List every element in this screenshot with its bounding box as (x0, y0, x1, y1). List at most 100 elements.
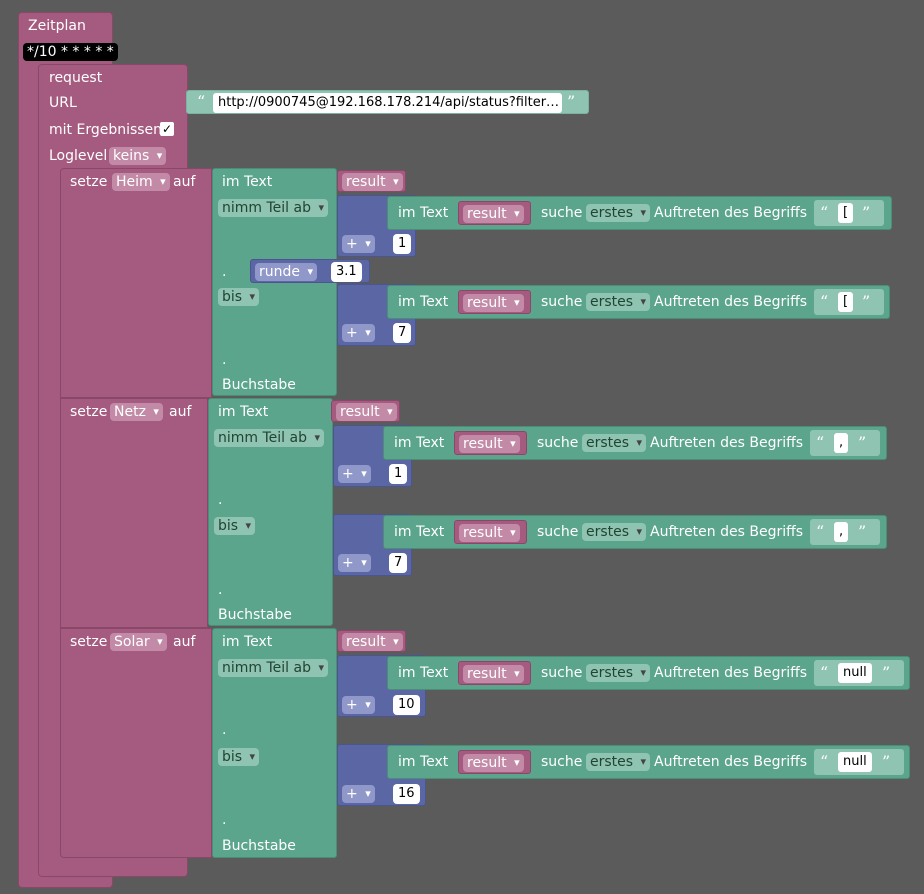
plus-operator-dropdown[interactable]: + (338, 554, 371, 572)
result-dropdown[interactable]: result (463, 754, 524, 772)
heim-indexof-to-block[interactable]: im Text result suche erstes Auftreten de… (387, 285, 890, 319)
to-mode-dropdown[interactable]: bis (218, 288, 260, 306)
url-input[interactable]: http://0900745@192.168.178.214/api/statu… (213, 93, 562, 113)
heim-variable-dropdown[interactable]: Heim (112, 173, 170, 191)
solar-substring-block[interactable]: im Text nimm Teil ab . bis . Buchstabe (212, 628, 337, 858)
search-string-block[interactable]: “ [ ” (814, 289, 884, 315)
netz-substring-block[interactable]: im Text nimm Teil ab . bis . Buchstabe (208, 398, 333, 626)
find-label: suche (537, 524, 579, 540)
to-mode-dropdown[interactable]: bis (218, 748, 260, 766)
close-quote-icon: ” (882, 752, 891, 771)
find-label: suche (541, 294, 583, 310)
result-dropdown[interactable]: result (336, 403, 397, 421)
set-solar-block[interactable]: setze Solar auf (60, 628, 212, 858)
solar-indexof-from-block[interactable]: im Text result suche erstes Auftreten de… (387, 656, 910, 690)
occurrence-dropdown[interactable]: erstes (586, 204, 651, 222)
close-quote-icon: ” (858, 522, 867, 541)
close-quote-icon: ” (862, 203, 871, 222)
to-offset-number[interactable]: 7 (393, 323, 412, 343)
solar-indexof-to-block[interactable]: im Text result suche erstes Auftreten de… (387, 745, 910, 779)
search-text-input[interactable]: null (838, 752, 872, 772)
plus-operator-dropdown[interactable]: + (342, 785, 375, 803)
plus-operator-dropdown[interactable]: + (342, 235, 375, 253)
result-dropdown[interactable]: result (342, 633, 403, 651)
in-text-label: im Text (394, 524, 445, 540)
occurrence-label: Auftreten des Begriffs (654, 294, 808, 310)
round-dropdown[interactable]: runde (255, 263, 318, 281)
round-number[interactable]: 3.1 (331, 262, 362, 282)
from-mode-dropdown[interactable]: nimm Teil ab (218, 659, 328, 677)
result-dropdown[interactable]: result (463, 294, 524, 312)
result-dropdown[interactable]: result (459, 435, 520, 453)
from-mode-dropdown[interactable]: nimm Teil ab (218, 199, 328, 217)
occurrence-dropdown[interactable]: erstes (582, 523, 647, 541)
open-quote-icon: “ (820, 203, 829, 222)
result-dropdown[interactable]: result (342, 173, 403, 191)
set-netz-block[interactable]: setze Netz auf (60, 398, 208, 628)
to-label: auf (169, 404, 192, 420)
to-mode-dropdown[interactable]: bis (214, 517, 256, 535)
in-text-label: im Text (398, 754, 449, 770)
result-dropdown[interactable]: result (463, 205, 524, 223)
search-string-block[interactable]: “ [ ” (814, 200, 884, 226)
plus-operator-dropdown[interactable]: + (338, 465, 371, 483)
result-dropdown[interactable]: result (463, 665, 524, 683)
url-string-block[interactable]: “ http://0900745@192.168.178.214/api/sta… (186, 90, 589, 114)
occurrence-label: Auftreten des Begriffs (654, 754, 808, 770)
dot-label: . (218, 582, 223, 598)
from-mode-dropdown[interactable]: nimm Teil ab (214, 429, 324, 447)
solar-variable-dropdown[interactable]: Solar (110, 633, 167, 651)
result-variable-block[interactable]: result (454, 520, 527, 544)
result-variable-block[interactable]: result (337, 170, 406, 192)
result-dropdown[interactable]: result (459, 524, 520, 542)
result-variable-block[interactable]: result (337, 630, 406, 652)
search-string-block[interactable]: “ , ” (810, 519, 880, 545)
result-variable-block[interactable]: result (458, 201, 531, 225)
occurrence-dropdown[interactable]: erstes (586, 753, 651, 771)
result-variable-block[interactable]: result (454, 431, 527, 455)
from-offset-number[interactable]: 1 (393, 234, 412, 254)
round-block[interactable]: runde 3.1 (250, 259, 370, 283)
search-string-block[interactable]: “ , ” (810, 430, 880, 456)
occurrence-label: Auftreten des Begriffs (654, 205, 808, 221)
from-offset-number[interactable]: 10 (393, 695, 420, 715)
occurrence-dropdown[interactable]: erstes (586, 293, 651, 311)
dot-label: . (222, 352, 227, 368)
plus-operator-dropdown[interactable]: + (342, 324, 375, 342)
search-text-input[interactable]: [ (838, 292, 854, 312)
in-text-label: im Text (218, 404, 269, 420)
occurrence-label: Auftreten des Begriffs (654, 665, 808, 681)
occurrence-dropdown[interactable]: erstes (582, 434, 647, 452)
result-variable-block[interactable]: result (458, 750, 531, 774)
to-offset-number[interactable]: 16 (393, 784, 420, 804)
netz-variable-dropdown[interactable]: Netz (110, 403, 163, 421)
find-label: suche (537, 435, 579, 451)
in-text-label: im Text (394, 435, 445, 451)
occurrence-label: Auftreten des Begriffs (650, 435, 804, 451)
search-text-input[interactable]: null (838, 663, 872, 683)
search-text-input[interactable]: [ (838, 203, 854, 223)
search-text-input[interactable]: , (834, 522, 849, 542)
find-label: suche (541, 665, 583, 681)
search-string-block[interactable]: “ null ” (814, 749, 904, 775)
plus-operator-dropdown[interactable]: + (342, 696, 375, 714)
netz-indexof-from-block[interactable]: im Text result suche erstes Auftreten de… (383, 426, 887, 460)
loglevel-dropdown[interactable]: keins (109, 147, 167, 165)
from-offset-number[interactable]: 1 (389, 464, 408, 484)
schedule-label: Zeitplan (28, 18, 86, 34)
search-string-block[interactable]: “ null ” (814, 660, 904, 686)
results-label: mit Ergebnissen (49, 122, 163, 138)
netz-indexof-to-block[interactable]: im Text result suche erstes Auftreten de… (383, 515, 887, 549)
result-variable-block[interactable]: result (458, 661, 531, 685)
results-checkbox[interactable]: ✓ (160, 122, 174, 136)
result-variable-block[interactable]: result (331, 400, 400, 422)
to-offset-number[interactable]: 7 (389, 553, 408, 573)
heim-indexof-from-block[interactable]: im Text result suche erstes Auftreten de… (387, 196, 892, 230)
schedule-cron-field[interactable]: */10 * * * * * (23, 43, 118, 61)
occurrence-dropdown[interactable]: erstes (586, 664, 651, 682)
search-text-input[interactable]: , (834, 433, 849, 453)
set-heim-block[interactable]: setze Heim auf (60, 168, 212, 398)
result-variable-block[interactable]: result (458, 290, 531, 314)
in-text-label: im Text (398, 205, 449, 221)
in-text-label: im Text (222, 634, 273, 650)
